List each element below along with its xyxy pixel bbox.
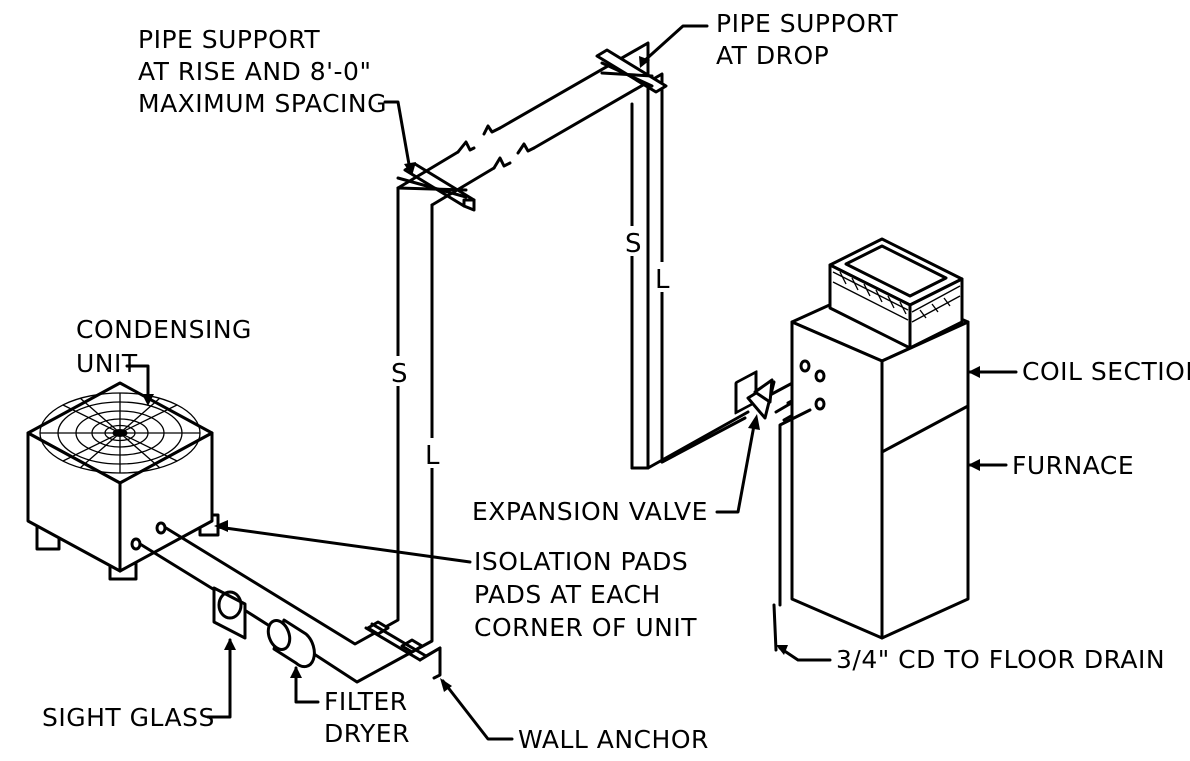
filter-dryer [266,618,316,669]
label-wall-anchor: WALL ANCHOR [518,725,709,754]
label-furnace: FURNACE [1012,451,1134,480]
furnace-right-face [880,320,970,640]
furnace-assembly [772,281,970,652]
condensing-unit [26,381,220,581]
label-isolation-pads-line3: CORNER OF UNIT [474,613,697,642]
label-condensing-unit-line2: UNIT [76,349,138,378]
pipe-support-drop [595,48,668,94]
label-pipe-support-drop-line2: AT DROP [716,41,829,70]
coil-furnace-division [880,404,970,454]
label-filter-dryer-line2: DRYER [324,719,410,748]
furnace-port-1 [799,359,811,373]
label-condensate-drain: 3/4" CD TO FLOOR DRAIN [836,645,1165,674]
pipe-label-suction-right: S [625,229,642,259]
filter-dryer-icon [266,618,292,652]
leader-lines [125,24,1018,741]
label-isolation-pads-line2: PADS AT EACH [474,580,661,609]
fan-grille-icon [39,392,201,474]
label-condensing-unit-line1: CONDENSING [76,315,252,344]
condensate-drain-pipe [778,408,812,607]
sight-glass-icon [217,590,243,620]
pipe-label-liquid-right: L [655,265,670,295]
label-pipe-support-rise-line3: MAXIMUM SPACING [138,89,387,118]
sight-glass [212,586,247,640]
pipe-label-suction-left: S [391,359,408,389]
pipe-designations: S L S L [388,226,672,471]
flex-connector-hatch [832,271,961,323]
label-sight-glass: SIGHT GLASS [42,703,215,732]
plenum-opening [844,244,948,298]
furnace-left-face [790,320,884,640]
label-coil-section: COIL SECTION [1022,357,1190,386]
pipe-label-liquid-left: L [425,441,440,471]
furnace-port-2 [814,369,826,383]
label-filter-dryer-line1: FILTER [324,687,408,716]
expansion-valve [734,370,776,420]
furnace-port-3 [814,397,826,411]
label-pipe-support-rise-line1: PIPE SUPPORT [138,25,320,54]
label-pipe-support-rise-line2: AT RISE AND 8'-0" [138,57,371,86]
supply-plenum [828,237,964,350]
unit-right-face [118,431,214,573]
wall-anchor [364,620,442,680]
label-pipe-support-drop-line1: PIPE SUPPORT [716,9,898,38]
label-isolation-pads-line1: ISOLATION PADS [474,547,688,576]
label-expansion-valve: EXPANSION VALVE [472,497,708,526]
plenum-right [908,277,964,350]
callout-labels: PIPE SUPPORT AT RISE AND 8'-0" MAXIMUM S… [42,9,1190,754]
